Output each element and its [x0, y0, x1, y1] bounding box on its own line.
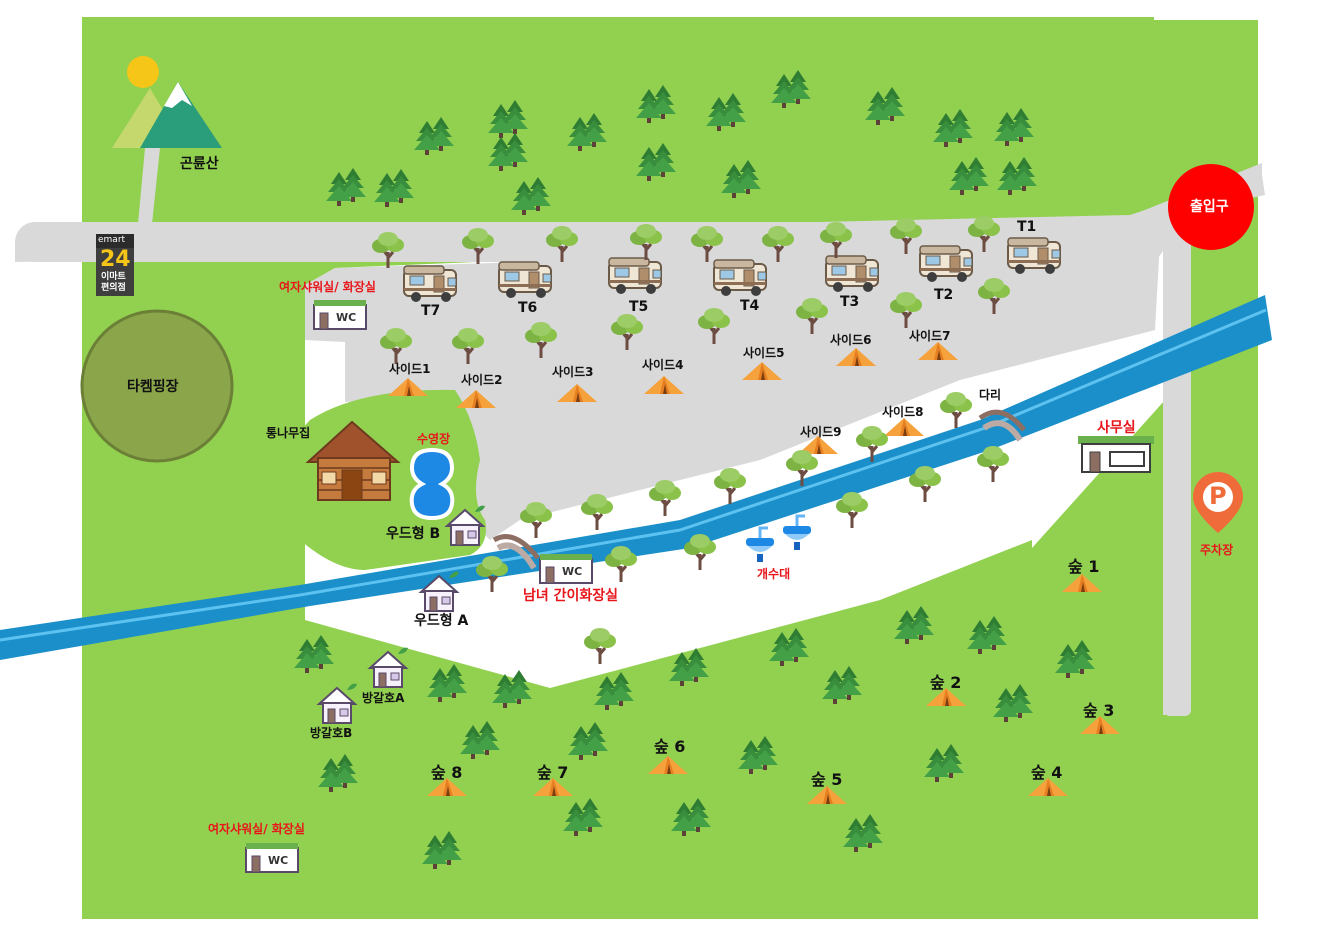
bridge-label: 다리 [979, 388, 1002, 402]
mountain-path [138, 148, 160, 224]
field-circle [80, 309, 234, 463]
wc-sign-middle: WC [562, 565, 583, 578]
bridge-icon [978, 409, 1026, 442]
emart-brand-label: emart [98, 235, 126, 245]
toilet-top-label: 여자샤워실/ 화장실 [279, 280, 376, 294]
rv-site-label: T5 [629, 299, 649, 315]
rv-site-label: T1 [1017, 219, 1037, 235]
wood-cabin-b-label: 우드형 B [386, 526, 441, 542]
side-site-label: 사이드2 [461, 373, 503, 387]
wc-sign-bottom: WC [268, 854, 289, 867]
cabin-label: 통나무집 [266, 426, 311, 440]
log-cabin-icon [305, 420, 401, 501]
parking-pin-icon [1193, 472, 1243, 533]
mountain-icon [112, 56, 222, 148]
forest-site-label: 숲 8 [431, 763, 463, 782]
forest-site-label: 숲 1 [1068, 557, 1100, 576]
forest-site-label: 숲 2 [930, 673, 962, 692]
entrance-circle [1168, 164, 1254, 250]
sinks-label: 개수대 [757, 567, 791, 581]
forest-site-label: 숲 5 [811, 770, 843, 789]
side-site-label: 사이드8 [882, 405, 924, 419]
side-site-label: 사이드1 [389, 362, 431, 376]
side-site-label: 사이드5 [743, 346, 785, 360]
office-building-icon [1078, 436, 1154, 473]
bungalow-a-label: 방갈호A [362, 691, 405, 705]
bridge-icon-lower [492, 534, 540, 570]
emart-name-label-2: 편의점 [101, 283, 126, 293]
side-site-label: 사이드9 [800, 425, 842, 439]
side-site-label: 사이드6 [830, 333, 872, 347]
side-road [1164, 228, 1191, 716]
rv-site-label: T6 [518, 300, 538, 316]
bungalow-b-label: 방갈호B [310, 726, 353, 740]
side-site-label: 사이드7 [909, 329, 951, 343]
forest-site-label: 숲 6 [654, 737, 686, 756]
office-label: 사무실 [1097, 420, 1136, 436]
rv-site-label: T4 [740, 298, 760, 314]
rv-site-label: T3 [840, 294, 860, 310]
field-label: 타켐핑장 [127, 379, 179, 395]
wood-cabin-a-label: 우드형 A [414, 613, 469, 629]
toilet-simple-label: 남녀 간이화장실 [523, 588, 619, 604]
parking-letter: P [1209, 482, 1227, 510]
entrance-label: 출입구 [1190, 199, 1229, 215]
emart-name-label-1: 이마트 [101, 272, 126, 282]
side-site-label: 사이드4 [642, 358, 684, 372]
river [0, 295, 1272, 660]
rv-site-label: T7 [421, 303, 441, 319]
forest-site-label: 숲 3 [1083, 701, 1115, 720]
rv-site-label: T2 [934, 287, 954, 303]
emart-number-label: 24 [100, 247, 131, 272]
forest-site-label: 숲 7 [537, 763, 569, 782]
wc-sign-top: WC [336, 311, 357, 324]
parking-label: 주차장 [1200, 543, 1234, 557]
pool-label: 수영장 [417, 432, 451, 446]
pool-icon [409, 447, 455, 521]
mountain-label: 곤륜산 [180, 156, 219, 172]
site-gravel-area [305, 240, 1160, 540]
side-site-label: 사이드3 [552, 365, 594, 379]
forest-site-label: 숲 4 [1031, 763, 1063, 782]
emart24-icon [96, 234, 134, 296]
toilet-bottom-label: 여자샤워실/ 화장실 [208, 822, 305, 836]
